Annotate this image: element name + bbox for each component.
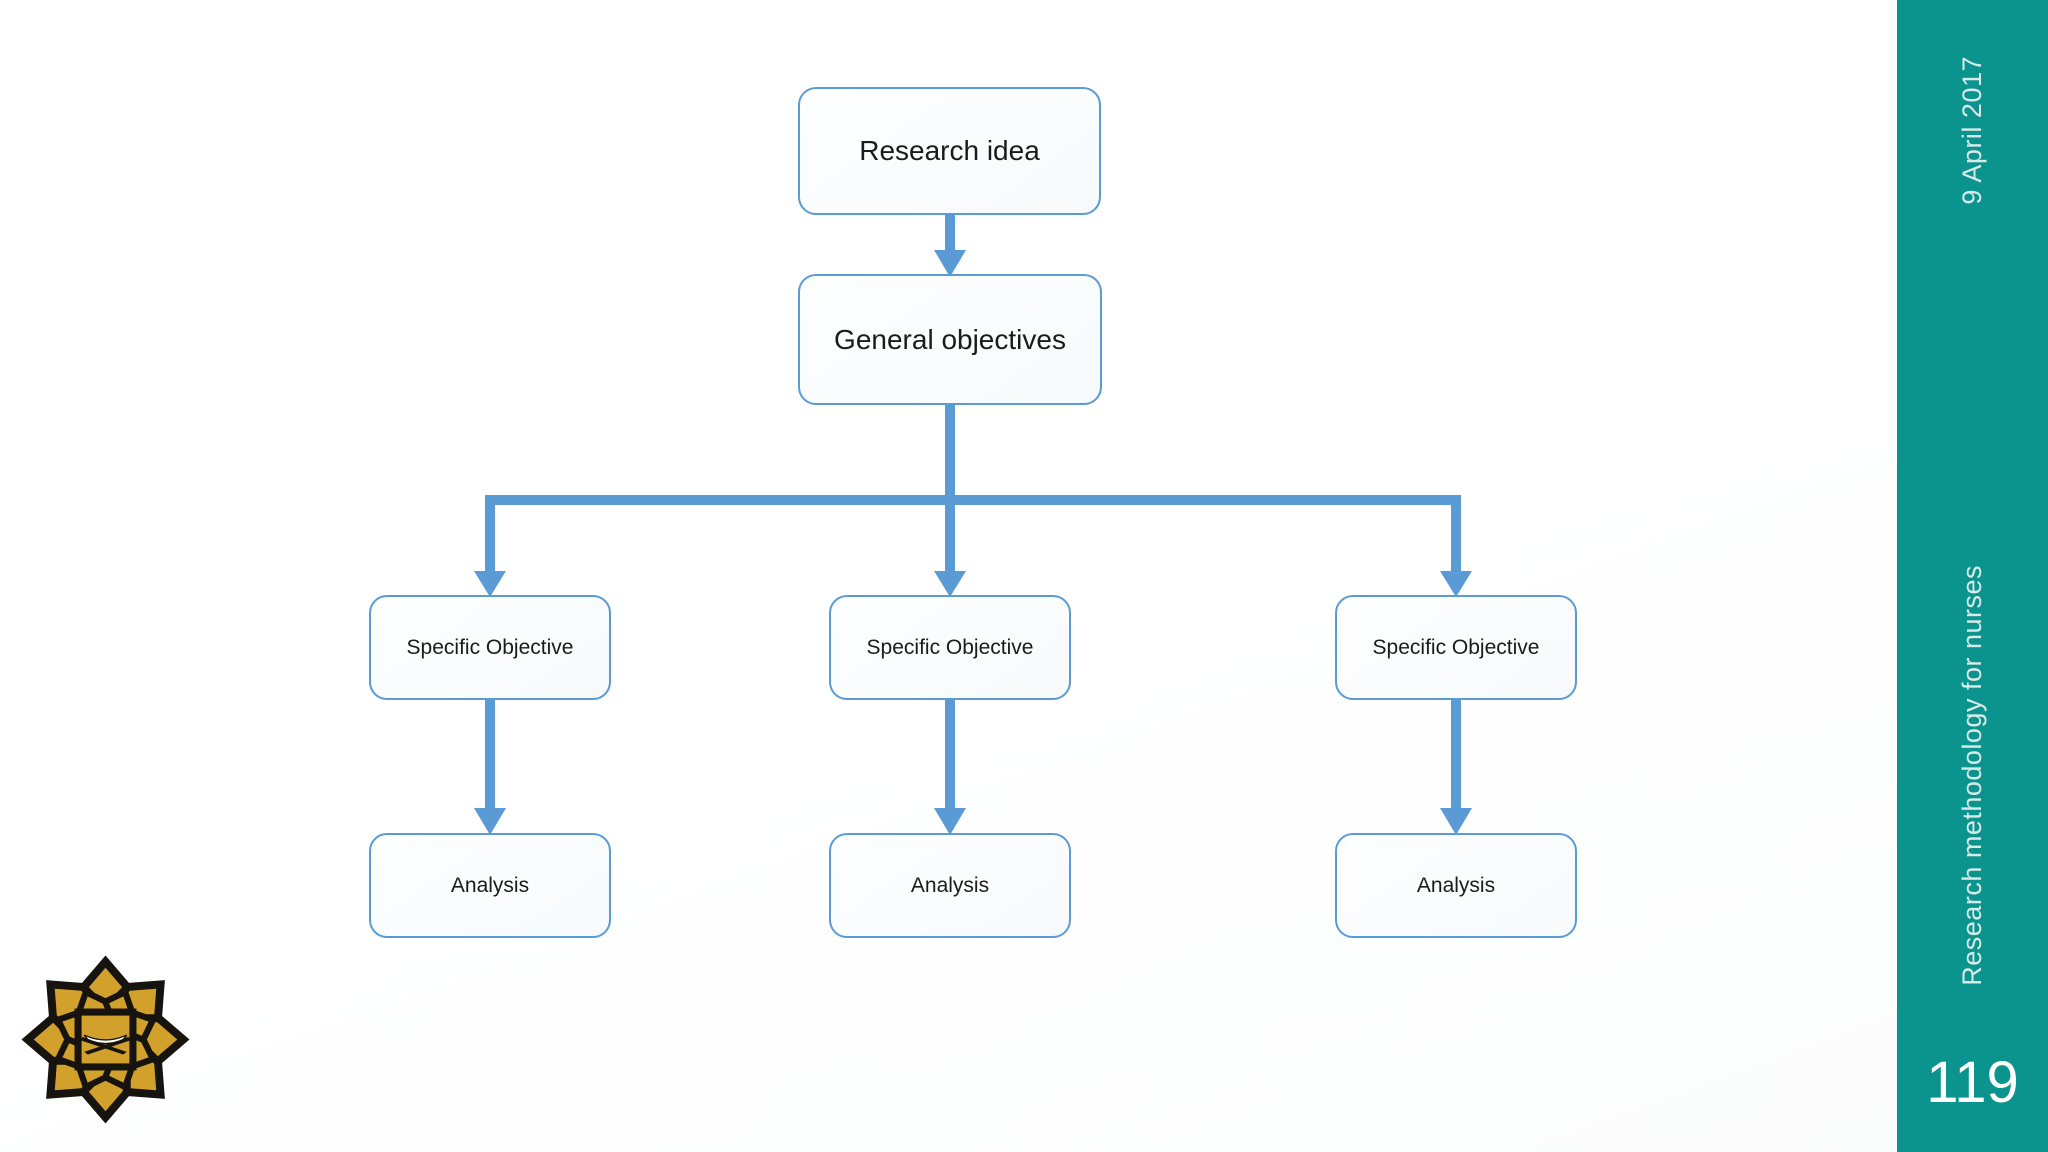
arrowhead-branch-middle: [934, 571, 966, 597]
node-research-idea: Research idea: [798, 87, 1101, 215]
slide-date-text: 9 April 2017: [1957, 55, 1987, 205]
node-analysis-2: Analysis: [829, 833, 1071, 938]
university-logo: [21, 955, 190, 1124]
node-analysis-3: Analysis: [1335, 833, 1577, 938]
arrowhead-root-to-general: [934, 250, 966, 277]
page-number: 119: [1926, 1050, 2019, 1115]
sidebar: 9 April 2017 Research methodology for nu…: [1897, 0, 2048, 1152]
node-specific-objective-2: Specific Objective: [829, 595, 1071, 700]
logo-open-book-icon: [80, 1034, 131, 1055]
arrowhead-branch-left: [474, 571, 506, 597]
course-title: Research methodology for nurses: [1897, 545, 2048, 1005]
course-title-text: Research methodology for nurses: [1957, 564, 1987, 986]
arrowhead-analysis1: [474, 808, 506, 835]
node-general-objectives: General objectives: [798, 274, 1102, 405]
arrowhead-branch-right: [1440, 571, 1472, 597]
slide-date: 9 April 2017: [1897, 40, 2048, 220]
node-specific-objective-3: Specific Objective: [1335, 595, 1577, 700]
arrowhead-analysis3: [1440, 808, 1472, 835]
node-analysis-1: Analysis: [369, 833, 611, 938]
node-specific-objective-1: Specific Objective: [369, 595, 611, 700]
arrowhead-analysis2: [934, 808, 966, 835]
